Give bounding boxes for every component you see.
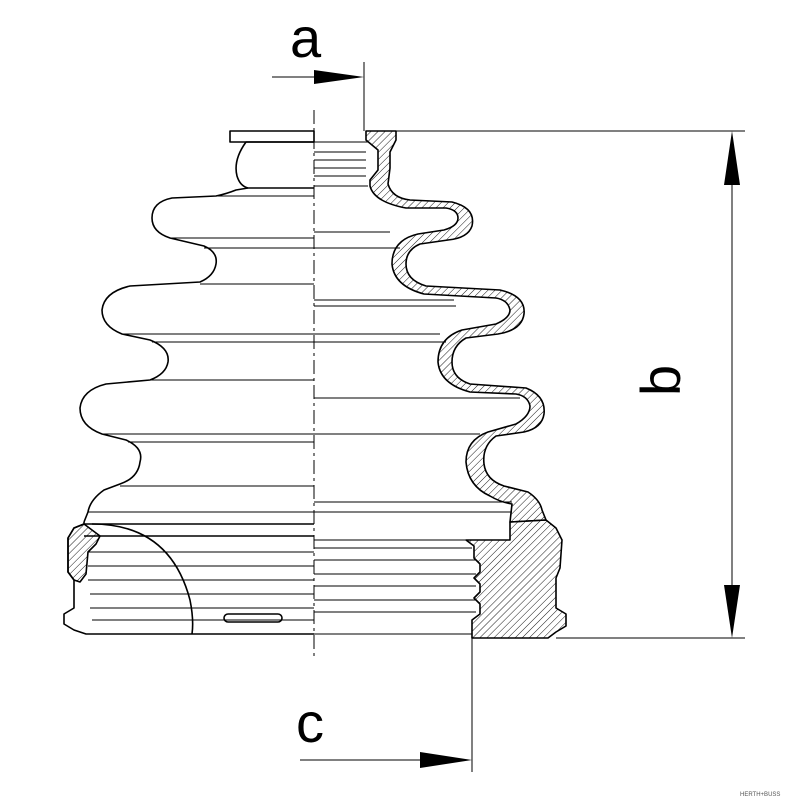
boot-section-view	[314, 130, 567, 639]
boot-exterior-outline	[79, 130, 315, 523]
dimension-c: c	[296, 620, 473, 772]
bellows-fold-lines	[88, 195, 314, 513]
bellows-wall-section	[365, 130, 547, 523]
dimension-b-arrow-top	[724, 131, 740, 185]
dimension-a-arrow	[314, 70, 364, 84]
dimension-a-label: a	[290, 6, 322, 69]
bellows-outline	[79, 187, 249, 523]
dimension-b-arrow-bottom	[724, 585, 740, 638]
base-collar-section	[465, 519, 567, 639]
dimension-a: a	[272, 6, 365, 131]
base-collar-left	[63, 522, 314, 635]
dimension-b-label: b	[629, 365, 692, 396]
neck-ring	[235, 141, 314, 189]
watermark: HERTH+BUSS	[740, 792, 780, 798]
left-collar-section	[67, 523, 101, 583]
dimension-c-label: c	[296, 691, 324, 754]
dimension-c-arrow	[420, 752, 472, 768]
top-collar-plate	[229, 130, 315, 143]
vent-slot	[223, 613, 283, 623]
dimension-b: b	[396, 130, 745, 639]
